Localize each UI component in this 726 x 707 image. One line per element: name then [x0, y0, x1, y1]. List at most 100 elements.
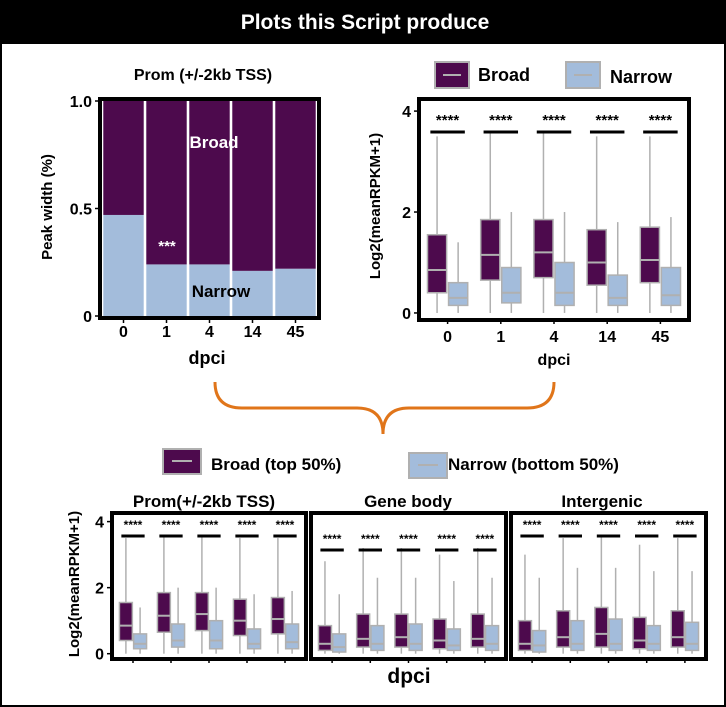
- broad-label: Broad: [189, 133, 238, 152]
- legend-label-narrow: Narrow (bottom 50%): [448, 455, 619, 474]
- box-broad: [156, 591, 172, 633]
- plot-area: Prom(+/-2kb TSS)********************024G…: [95, 492, 708, 664]
- x-axis-label: dpci: [538, 352, 571, 369]
- box-narrow: [408, 623, 423, 652]
- legend-label-narrow: Narrow: [610, 67, 673, 87]
- box-broad: [432, 618, 447, 650]
- box-broad: [639, 226, 661, 284]
- panel-border: [110, 511, 308, 661]
- box-broad: [632, 616, 647, 650]
- box-narrow: [554, 261, 575, 307]
- panel-title: Intergenic: [561, 492, 642, 511]
- significance-label: ****: [276, 518, 295, 532]
- x-axis-label: dpci: [387, 665, 430, 688]
- box-narrow: [170, 623, 186, 648]
- boxplot-chart: Broad Narrow Log2(meanRPKM+1) dpci ****0…: [367, 61, 691, 369]
- box-broad: [394, 613, 409, 648]
- y-tick-label: 4: [95, 515, 104, 532]
- box-broad: [670, 610, 686, 648]
- bar-narrow: [275, 268, 316, 316]
- y-tick-label: 2: [95, 581, 104, 598]
- box-narrow: [284, 623, 300, 650]
- y-tick-label: 0: [402, 306, 411, 323]
- box-narrow: [447, 281, 469, 307]
- box-narrow: [531, 629, 547, 653]
- plot-border: [417, 97, 691, 322]
- x-tick-label: 14: [598, 329, 616, 346]
- significance-label: ****: [200, 518, 219, 532]
- box-narrow: [484, 624, 500, 652]
- box-narrow: [132, 633, 148, 650]
- narrow-label: Narrow: [192, 282, 251, 301]
- box-narrow: [370, 624, 385, 652]
- significance-label: ****: [399, 532, 418, 546]
- y-axis-label: Log2(meanRPKM+1): [66, 511, 83, 657]
- box-broad: [533, 218, 554, 279]
- x-tick-label: 14: [244, 324, 262, 341]
- y-tick-label: 0.5: [70, 202, 92, 219]
- bar-narrow: [232, 270, 273, 316]
- significance-label: ****: [436, 112, 460, 129]
- box-broad: [426, 233, 448, 294]
- box-narrow: [646, 624, 662, 652]
- significance-label: ****: [596, 112, 620, 129]
- x-tick-label: 45: [287, 324, 305, 341]
- bar-broad: [275, 101, 316, 269]
- connector-bracket: [213, 381, 556, 435]
- x-tick-label: 45: [652, 329, 670, 346]
- box-broad: [586, 228, 607, 286]
- y-axis-label: Log2(meanRPKM+1): [367, 133, 384, 279]
- y-tick-label: 1.0: [70, 94, 92, 111]
- box-broad: [194, 591, 210, 632]
- box-narrow: [607, 274, 629, 307]
- x-tick-label: 1: [162, 324, 171, 341]
- box-broad: [517, 619, 533, 652]
- box-narrow: [501, 266, 522, 304]
- bar-broad: [103, 101, 144, 215]
- significance-label: ****: [162, 518, 181, 532]
- x-axis-label: dpci: [188, 348, 225, 368]
- box-broad: [232, 598, 248, 637]
- box-narrow: [684, 621, 700, 652]
- legend: Broad (top 50%) Narrow (bottom 50%): [162, 448, 619, 479]
- bar-broad: [232, 101, 273, 271]
- box-narrow: [246, 628, 262, 650]
- box-broad: [317, 624, 333, 652]
- significance-label: ****: [361, 532, 380, 546]
- y-tick-label: 2: [402, 205, 411, 222]
- box-broad: [270, 596, 286, 635]
- significance-label: ****: [437, 532, 456, 546]
- box-narrow: [208, 619, 224, 650]
- x-tick-label: 1: [496, 329, 505, 346]
- y-tick-label: 4: [402, 104, 411, 121]
- box-broad: [355, 613, 371, 648]
- significance-label: ****: [561, 518, 580, 532]
- significance-label: ****: [676, 518, 695, 532]
- plot-border: [98, 97, 321, 320]
- bar-narrow: [189, 264, 230, 316]
- significance-label: ****: [649, 112, 673, 129]
- x-tick-label: 4: [550, 329, 559, 346]
- panel-border: [309, 511, 508, 661]
- box-broad: [118, 601, 134, 642]
- bar-narrow: [103, 214, 144, 316]
- box-narrow: [570, 619, 585, 652]
- significance-label: ****: [238, 518, 257, 532]
- box-broad: [555, 610, 571, 648]
- significance-label: ****: [489, 112, 513, 129]
- significance-label: ***: [158, 238, 176, 255]
- significance-label: ****: [323, 532, 342, 546]
- box-narrow: [446, 628, 462, 652]
- bar-broad: [189, 101, 230, 265]
- x-tick-label: 0: [443, 329, 452, 346]
- box-narrow: [331, 633, 347, 653]
- significance-label: ****: [523, 518, 542, 532]
- panel-title: Gene body: [364, 492, 452, 511]
- bar-broad: [146, 101, 187, 265]
- y-tick-label: 0: [95, 647, 104, 664]
